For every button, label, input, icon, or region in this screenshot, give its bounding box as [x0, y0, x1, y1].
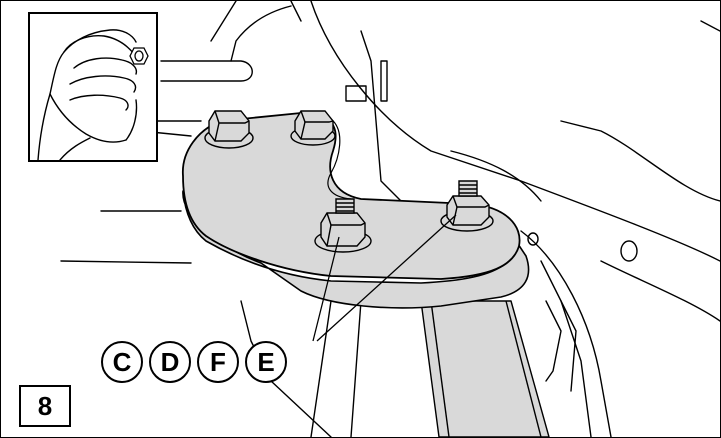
- callout-f: F: [197, 341, 239, 383]
- callout-d: D: [149, 341, 191, 383]
- hex-bolt-icon: [440, 180, 494, 232]
- callout-c: C: [101, 341, 143, 383]
- callout-e: E: [245, 341, 287, 383]
- hand-tightening-icon: [37, 29, 149, 160]
- hex-bolt-icon: [314, 198, 372, 253]
- hex-bolt-icon: [290, 110, 336, 146]
- step-number: 8: [19, 385, 71, 427]
- hex-bolt-icon: [204, 110, 254, 149]
- hand-tightening-inset: [28, 12, 158, 162]
